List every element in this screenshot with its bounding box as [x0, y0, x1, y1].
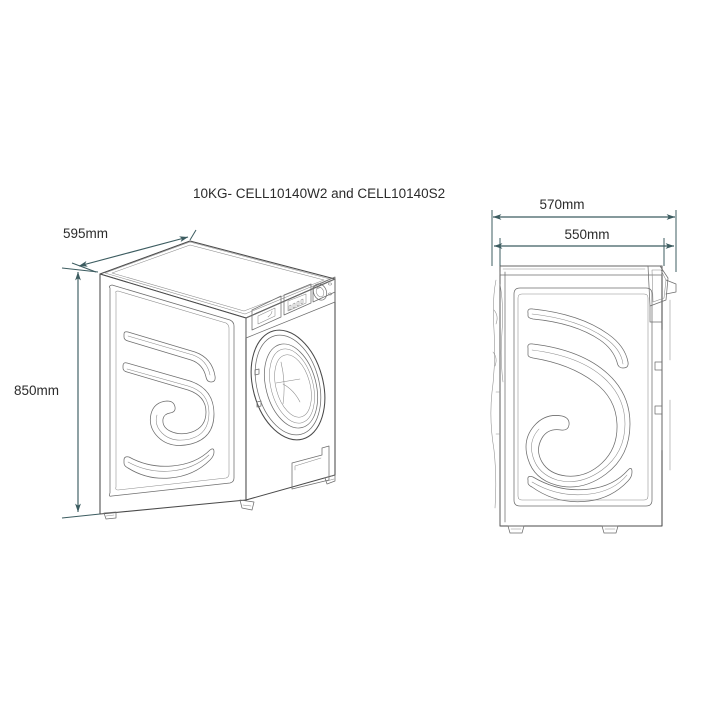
- dimension-depth-label: 595mm: [63, 226, 108, 241]
- washer-front-face: [245, 276, 336, 501]
- dimension-width-body-label: 550mm: [564, 227, 609, 242]
- dimension-height: 850mm: [14, 267, 101, 519]
- rear-hinge-detail: [647, 265, 677, 471]
- control-display: [283, 283, 312, 316]
- dimension-height-label: 850mm: [14, 383, 59, 398]
- dimension-depth: 595mm: [63, 226, 197, 273]
- side-view: [490, 265, 677, 534]
- side-swirl-lower: [527, 468, 633, 503]
- detergent-drawer: [251, 295, 282, 331]
- side-swirl-upper: [527, 308, 629, 369]
- washer-side-panel: [99, 273, 247, 515]
- isometric-view: [99, 240, 336, 520]
- drawing-title: 10KG- CELL10140W2 and CELL10140S2: [193, 186, 445, 201]
- adjustable-feet: [103, 474, 336, 520]
- side-swirl-main: [525, 343, 631, 488]
- dimension-width-body: 550mm: [493, 227, 675, 266]
- side-adjustable-feet: [507, 525, 619, 534]
- dimension-width-overall-label: 570mm: [539, 197, 584, 212]
- filter-access-flap: [291, 445, 330, 490]
- side-front-profile: [490, 271, 506, 527]
- dimension-width-overall: 570mm: [491, 197, 677, 272]
- program-dial: [312, 276, 336, 303]
- porthole-door: [250, 329, 326, 441]
